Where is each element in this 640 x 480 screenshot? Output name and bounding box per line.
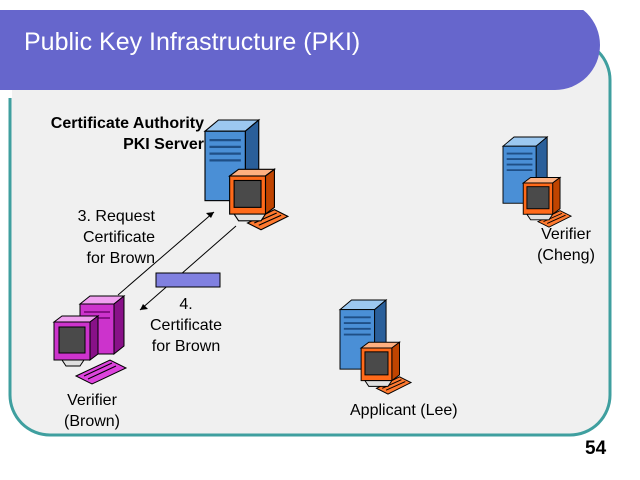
cheng-server-icon — [502, 136, 573, 229]
brown-label-line1: Verifier — [67, 392, 117, 409]
ca-server-icon — [203, 118, 290, 231]
cheng-label-line1: Verifier — [541, 226, 591, 243]
lee-label: Applicant (Lee) — [350, 402, 458, 419]
top-strip — [0, 0, 640, 10]
response-arrow — [139, 225, 237, 311]
lee-server-icon — [339, 299, 413, 396]
title-bar — [0, 0, 600, 90]
page-number: 54 — [585, 438, 607, 459]
response-label: 4. Certificate for Brown — [140, 294, 232, 357]
request-label-line3: for Brown — [86, 250, 155, 267]
response-label-line3: for Brown — [151, 338, 221, 355]
brown-pc-icon — [52, 294, 128, 385]
brown-label-line2: (Brown) — [63, 413, 120, 430]
cheng-label-line2: (Cheng) — [537, 247, 595, 264]
request-label-line2: Certificate — [82, 229, 155, 246]
ca-label-line1: Certificate Authority — [50, 115, 204, 132]
slide-title: Public Key Infrastructure (PKI) — [24, 28, 361, 56]
ca-label: Certificate Authority PKI Server — [34, 113, 204, 155]
response-label-line2: Certificate — [149, 317, 223, 334]
request-label-line1: 3. Request — [77, 208, 155, 225]
ca-label-line2: PKI Server — [123, 136, 204, 153]
brown-label: Verifier (Brown) — [50, 390, 134, 432]
cheng-label: Verifier (Cheng) — [520, 224, 612, 266]
certificate-icon — [155, 272, 221, 288]
response-label-line1: 4. — [179, 296, 193, 313]
request-arrow — [117, 211, 215, 296]
request-label: 3. Request Certificate for Brown — [52, 206, 155, 269]
